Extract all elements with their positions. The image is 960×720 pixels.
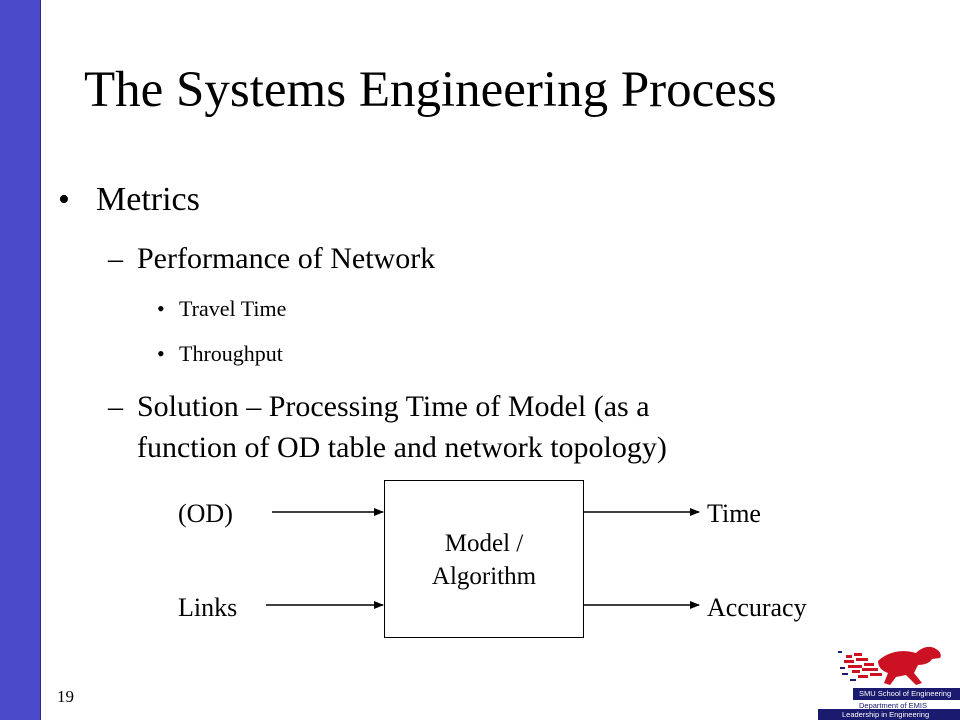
bullet-mark: • <box>157 296 165 321</box>
dash-mark: – <box>108 242 123 275</box>
bullet-mark: • <box>157 341 165 366</box>
bullet-mark: • <box>58 181 70 218</box>
model-box-line1: Model / <box>444 530 524 557</box>
model-box-text: Model / Algorithm <box>385 527 583 593</box>
logo-tagline-text: Leadership in Engineering <box>818 709 960 720</box>
bullet-text: Solution – Processing Time of Model (as … <box>137 390 650 423</box>
slide-title: The Systems Engineering Process <box>84 62 777 118</box>
dash-mark: – <box>108 390 123 423</box>
input-od-label: (OD) <box>178 499 233 528</box>
mustang-icon <box>838 646 941 685</box>
bullet-text: Performance of Network <box>137 242 436 275</box>
bullet-text: Throughput <box>179 341 283 366</box>
input-links-label: Links <box>178 593 238 622</box>
bullet-text: Travel Time <box>179 296 287 321</box>
output-time-label: Time <box>707 499 761 528</box>
smu-logo: SMU School of Engineering Department of … <box>818 643 960 720</box>
bullet-solution-continuation: function of OD table and network topolog… <box>137 431 667 464</box>
model-box-line2: Algorithm <box>431 563 537 590</box>
left-accent-bar <box>0 0 41 720</box>
page-number: 19 <box>57 687 74 706</box>
model-algorithm-box: Model / Algorithm <box>384 480 584 638</box>
logo-school-text: SMU School of Engineering <box>853 688 960 699</box>
output-accuracy-label: Accuracy <box>707 593 807 622</box>
bullet-text: Metrics <box>96 181 200 218</box>
